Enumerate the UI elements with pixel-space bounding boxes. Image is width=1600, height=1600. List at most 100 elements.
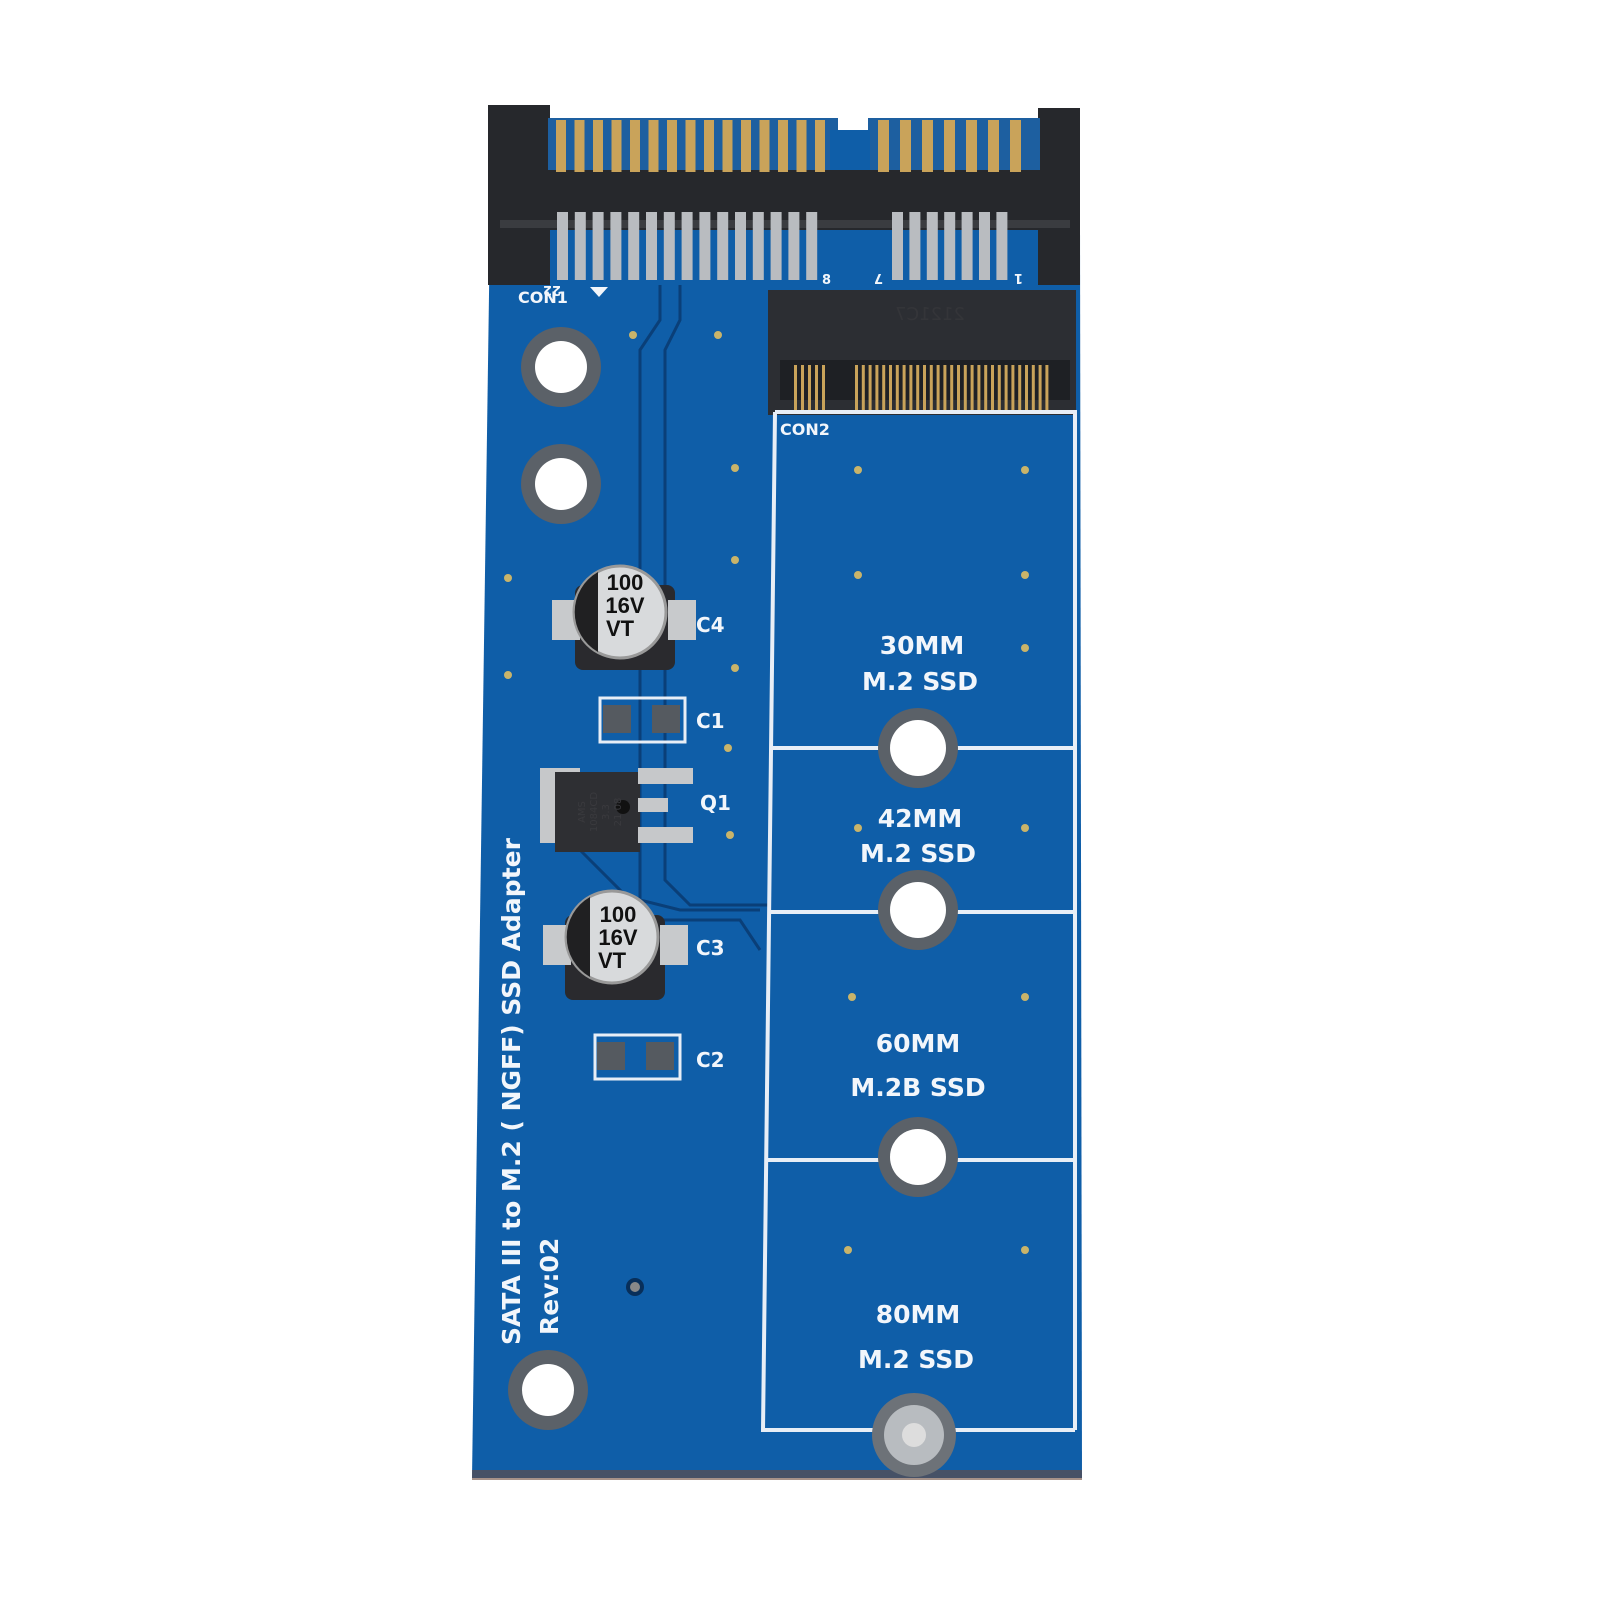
zone-30mm-size: 30MM bbox=[880, 631, 965, 660]
sata-solder-pin bbox=[663, 212, 675, 280]
via bbox=[731, 556, 739, 564]
label-pin8: 8 bbox=[822, 273, 831, 288]
sata-gold-contact bbox=[741, 120, 751, 172]
sata-solder-pin bbox=[592, 212, 604, 280]
via bbox=[1021, 571, 1029, 579]
sata-gold-contact bbox=[722, 120, 733, 172]
sata-gold-contact bbox=[944, 120, 955, 172]
m2-contact bbox=[875, 365, 879, 410]
label-c4: C4 bbox=[696, 613, 725, 637]
label-c1: C1 bbox=[696, 709, 725, 733]
m2-contact bbox=[1004, 365, 1008, 410]
via bbox=[724, 744, 732, 752]
via bbox=[1021, 824, 1029, 832]
label-con2: CON2 bbox=[780, 420, 830, 439]
sata-gold-contact bbox=[704, 120, 714, 172]
sata-solder-pin bbox=[717, 212, 729, 280]
sata-gold-contact bbox=[574, 120, 585, 172]
sata-solder-pin bbox=[735, 212, 746, 280]
sata-gold-contact bbox=[685, 120, 696, 172]
sata-solder-pin bbox=[892, 212, 903, 280]
sata-gold-contact bbox=[966, 120, 977, 172]
c4-marking-voltage: 16V bbox=[605, 593, 644, 618]
label-c3: C3 bbox=[696, 936, 725, 960]
sata-gold-contact bbox=[796, 120, 807, 172]
sata-solder-pin bbox=[926, 212, 938, 280]
regulator-marking-date: 21 08 bbox=[613, 798, 624, 827]
m2-contact bbox=[855, 365, 858, 410]
m2-contact bbox=[916, 365, 920, 410]
label-con1: CON1 bbox=[518, 288, 568, 307]
m2-contact bbox=[861, 365, 865, 410]
m2-contact bbox=[889, 365, 892, 410]
board-title: SATA III to M.2 ( NGFF) SSD Adapter bbox=[497, 837, 526, 1345]
m2-contact bbox=[882, 365, 886, 410]
sata-gold-contact bbox=[667, 120, 677, 172]
smd-capacitor-c2 bbox=[593, 1033, 682, 1081]
sata-gold-contact bbox=[900, 120, 911, 172]
sata-gold-contact bbox=[922, 120, 933, 172]
m2-contact bbox=[984, 365, 988, 410]
m2-contact bbox=[794, 365, 797, 410]
via bbox=[629, 331, 637, 339]
via bbox=[854, 824, 862, 832]
label-pin1: 1 bbox=[1014, 270, 1023, 285]
m2-contact bbox=[815, 365, 818, 410]
voltage-regulator-q1: AMS 1084CD 3.3 21 08 bbox=[540, 768, 693, 852]
sata-gold-contact bbox=[878, 120, 889, 172]
m2-contact bbox=[997, 365, 1001, 410]
zone-80mm-size: 80MM bbox=[876, 1300, 961, 1329]
sata-gold-contact bbox=[759, 120, 770, 172]
m2-contact bbox=[963, 365, 967, 410]
label-pin7: 7 bbox=[874, 270, 883, 285]
sata-gold-contact bbox=[1010, 120, 1021, 172]
via bbox=[848, 993, 856, 1001]
sata-gold-contact bbox=[988, 120, 999, 172]
sata-gold-contact bbox=[611, 120, 622, 172]
m2-contact bbox=[970, 365, 974, 410]
zone-60mm-size: 60MM bbox=[876, 1029, 961, 1058]
capacitor-c4: 100 16V VT bbox=[552, 564, 696, 670]
via bbox=[726, 831, 734, 839]
regulator-marking-brand: AMS bbox=[577, 801, 588, 823]
m2-contact bbox=[868, 365, 872, 410]
mounting-holes bbox=[508, 327, 958, 1477]
m2-contact bbox=[902, 365, 906, 410]
sata-solder-pin bbox=[699, 212, 711, 280]
m2-contact bbox=[801, 365, 804, 410]
m2-contact bbox=[1031, 365, 1035, 410]
sata-solder-pin bbox=[770, 212, 782, 280]
m2-contact bbox=[1011, 365, 1015, 410]
m2-contact bbox=[936, 365, 940, 410]
zone-30mm-type: M.2 SSD bbox=[862, 667, 978, 696]
m2-contact bbox=[991, 365, 994, 410]
sata-solder-pin bbox=[909, 212, 921, 280]
sata-solder-pin bbox=[961, 212, 973, 280]
via bbox=[1021, 466, 1029, 474]
label-q1: Q1 bbox=[700, 791, 731, 815]
sata-solder-pin bbox=[646, 212, 657, 280]
sata-solder-pin bbox=[574, 212, 586, 280]
sata-gold-contact bbox=[593, 120, 603, 172]
m2-connector: 2121C7 bbox=[768, 290, 1076, 415]
capacitor-c3: 100 16V VT bbox=[543, 889, 688, 1000]
m2-contact bbox=[1045, 365, 1049, 410]
c3-marking-series: VT bbox=[598, 948, 627, 973]
sata-solder-pin bbox=[610, 212, 622, 280]
sata-solder-pin bbox=[681, 212, 693, 280]
m2-contact bbox=[1018, 365, 1022, 410]
sata-solder-pin bbox=[806, 212, 818, 280]
sata-gold-contact bbox=[630, 120, 640, 172]
sata-solder-pin bbox=[752, 212, 764, 280]
m2-contact bbox=[943, 365, 947, 410]
sata-gold-contact bbox=[556, 120, 566, 172]
via bbox=[731, 664, 739, 672]
sata-solder-pin bbox=[557, 212, 568, 280]
m2-contact bbox=[957, 365, 960, 410]
via bbox=[504, 671, 512, 679]
via bbox=[714, 331, 722, 339]
m2-contact bbox=[822, 365, 825, 410]
zone-42mm-type: M.2 SSD bbox=[860, 839, 976, 868]
